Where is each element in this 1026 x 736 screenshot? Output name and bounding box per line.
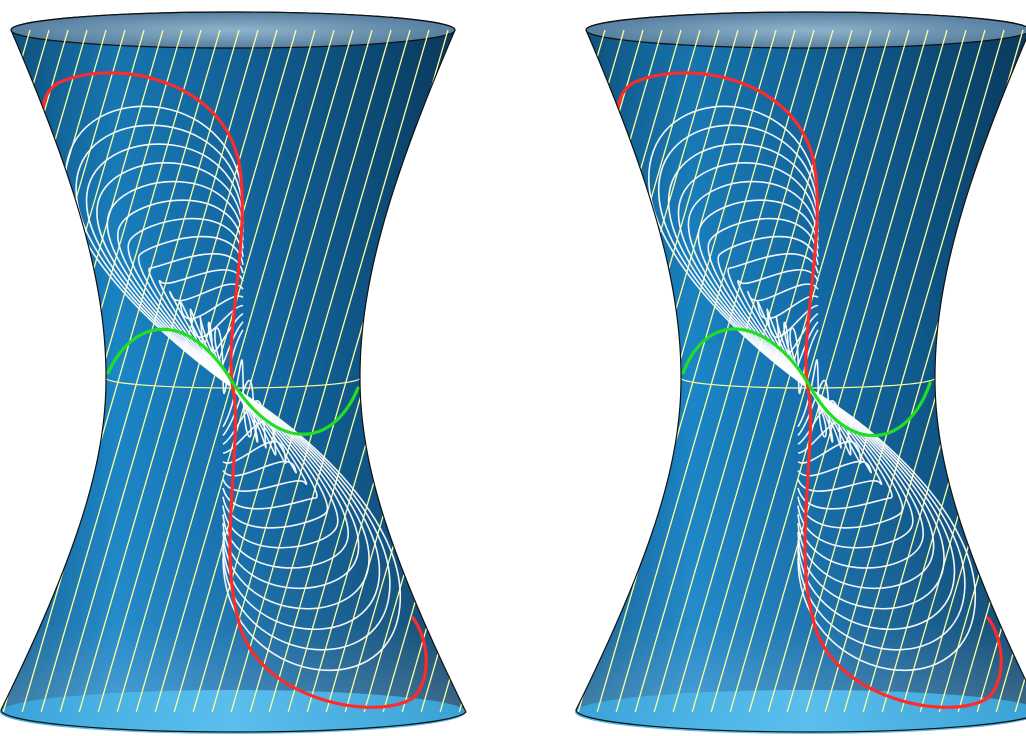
surface-shade — [0, 12, 466, 732]
white-curve — [756, 295, 819, 389]
ruling-line — [97, 29, 297, 713]
white-curve — [766, 304, 819, 389]
bottom-rim — [0, 690, 466, 734]
ruling-line — [439, 29, 466, 713]
ruling-line — [767, 29, 967, 713]
white-curve — [158, 269, 244, 389]
white-curve — [117, 199, 244, 389]
white-curve — [65, 105, 244, 389]
ruling-line — [59, 29, 259, 713]
bottom-rim — [575, 690, 1026, 734]
white-curve — [717, 235, 819, 389]
ruling-line — [653, 29, 853, 713]
white-curve — [222, 387, 318, 510]
white-curve — [222, 387, 308, 492]
ruling-line — [0, 29, 31, 713]
green-curve — [681, 327, 932, 438]
ruling-line — [575, 29, 644, 713]
ruling-line — [135, 29, 335, 713]
white-curve — [222, 387, 329, 529]
white-curve — [222, 387, 391, 651]
white-curve-family — [65, 105, 401, 672]
ruling-line — [748, 29, 948, 713]
white-curve — [783, 321, 819, 389]
white-curve — [648, 105, 819, 389]
white-curve — [148, 253, 244, 389]
ruling-line — [1014, 29, 1026, 713]
ruling-line — [0, 29, 12, 713]
hyperboloid-left — [0, 11, 467, 734]
white-curve — [137, 235, 244, 389]
ruling-line — [173, 29, 373, 713]
white-curve — [222, 387, 401, 672]
ruling-line — [575, 29, 606, 713]
white-curve — [222, 387, 349, 569]
white-curve — [106, 180, 244, 389]
white-curve — [207, 321, 244, 389]
ruling-line — [634, 29, 834, 713]
surface-outline — [575, 11, 1026, 733]
ruling-line — [729, 29, 929, 713]
ruling-line — [575, 29, 625, 713]
green-curve — [106, 327, 360, 436]
white-curve — [797, 387, 956, 630]
ruling-line — [710, 29, 910, 713]
ruling-line — [78, 29, 278, 713]
white-curve — [75, 124, 244, 389]
white-curve — [222, 387, 381, 630]
white-curve — [797, 387, 966, 651]
red-curve — [616, 71, 1003, 709]
ruling-line — [192, 29, 392, 713]
white-curve — [96, 162, 244, 389]
white-curve — [127, 217, 244, 389]
white-curve-family — [648, 105, 976, 672]
white-curve — [222, 387, 297, 477]
ruling-line — [154, 29, 354, 713]
red-curve — [41, 71, 428, 709]
ruling-line — [995, 29, 1026, 713]
ruling-line — [672, 29, 872, 713]
ruling-line — [615, 29, 815, 713]
surface-outline — [0, 11, 467, 733]
white-curve — [222, 387, 360, 590]
ruling-line — [40, 29, 240, 713]
white-curve — [222, 387, 339, 549]
white-curve — [797, 387, 945, 610]
ruling-line — [401, 29, 466, 713]
white-curve — [797, 387, 976, 672]
ruling-line — [596, 29, 796, 713]
ruling-line — [0, 29, 50, 713]
hyperboloid-right — [575, 11, 1026, 734]
white-curve — [222, 387, 370, 610]
ruling-line — [21, 29, 221, 713]
ruling-line — [938, 29, 1026, 713]
ruling-line — [420, 29, 466, 713]
